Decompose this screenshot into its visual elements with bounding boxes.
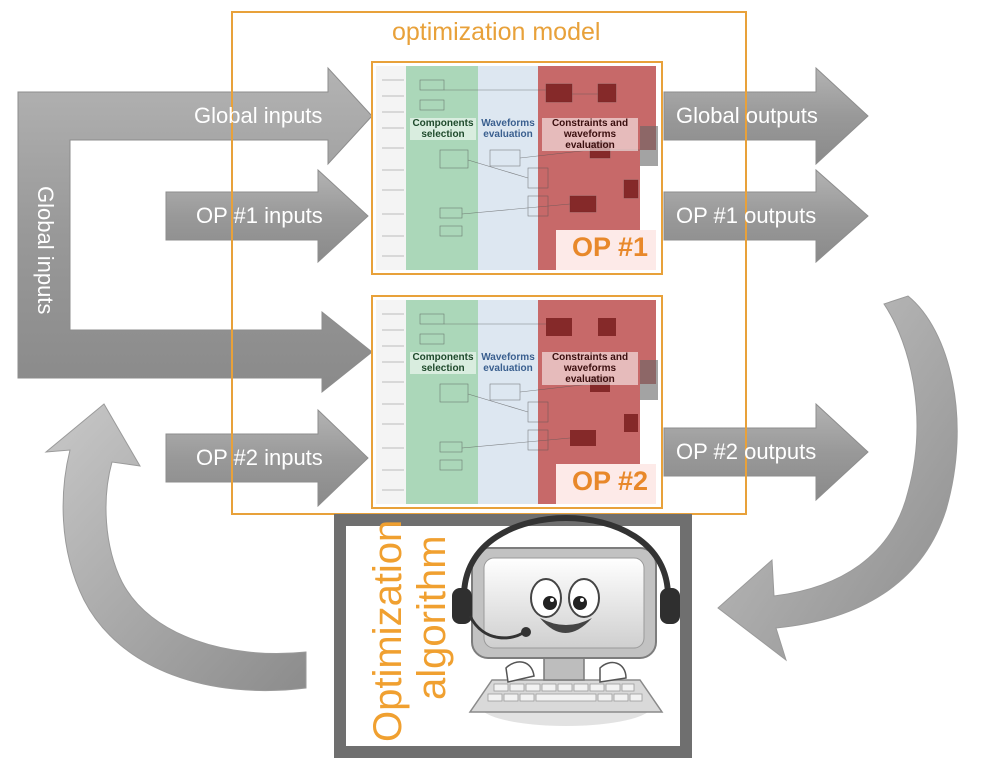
global-outputs-label: Global outputs — [676, 103, 818, 128]
feedback-curve-left — [44, 403, 307, 691]
op1-constraints-label: Constraints and waveforms evaluation — [542, 118, 638, 151]
op1-components-label: Components selection — [410, 118, 476, 140]
op2-waveforms-label: Waveforms evaluation — [481, 352, 535, 374]
op1-waveforms-label: Waveforms evaluation — [481, 118, 535, 140]
global-outputs-arrow — [663, 66, 869, 166]
algorithm-title-line1: Optimization — [366, 519, 410, 742]
op1-inputs-label: OP #1 inputs — [196, 203, 323, 228]
op2-outputs-label: OP #2 outputs — [676, 439, 817, 464]
op1-outputs-arrow — [663, 168, 869, 264]
op2-inputs-arrow — [165, 408, 369, 508]
op1-panel — [371, 61, 663, 275]
op2-panel — [371, 295, 663, 509]
op2-components-label: Components selection — [410, 352, 476, 374]
op2-constraints-label: Constraints and waveforms evaluation — [542, 352, 638, 385]
optimization-model-title: optimization model — [392, 18, 601, 46]
global-inputs-vertical-label: Global inputs — [33, 186, 58, 315]
op2-badge: OP #2 — [572, 466, 649, 496]
op1-badge: OP #1 — [572, 232, 649, 262]
algorithm-title-line2: algorithm — [410, 535, 454, 700]
feedback-curve-right — [717, 295, 958, 662]
op1-outputs-label: OP #1 outputs — [676, 203, 817, 228]
global-inputs-l-arrow — [17, 66, 373, 394]
computer-mascot-icon — [452, 514, 680, 726]
op2-outputs-arrow — [663, 402, 869, 502]
op1-inputs-arrow — [165, 168, 369, 264]
op2-inputs-label: OP #2 inputs — [196, 445, 323, 470]
global-inputs-label: Global inputs — [194, 103, 323, 128]
